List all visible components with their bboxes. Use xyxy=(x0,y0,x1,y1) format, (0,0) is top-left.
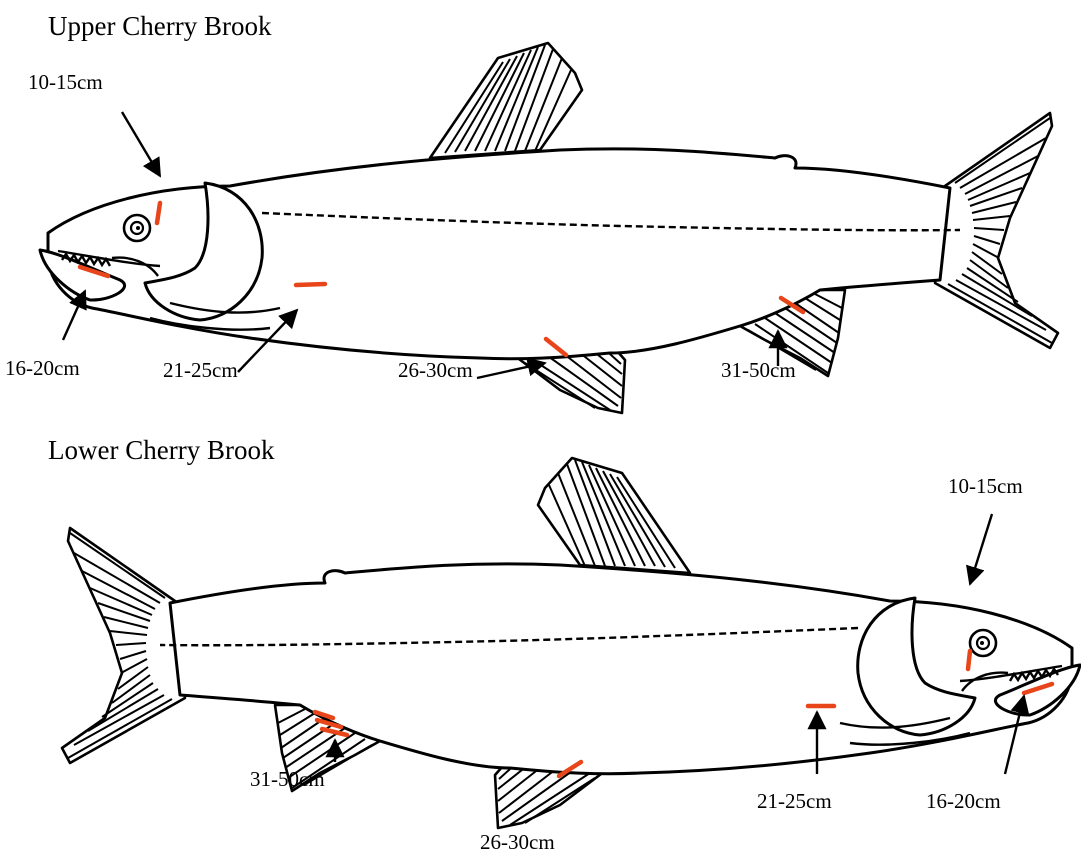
label-10-15: 10-15cm xyxy=(28,70,103,94)
arrow-10-15 xyxy=(122,112,160,176)
label-21-25: 21-25cm xyxy=(163,358,238,382)
label-16-20: 16-20cm xyxy=(5,356,80,380)
label-31-50: 31-50cm xyxy=(250,767,325,791)
mark-pectoral xyxy=(296,284,325,285)
upper-title: Upper Cherry Brook xyxy=(48,11,272,41)
mark-head xyxy=(968,651,970,669)
label-26-30: 26-30cm xyxy=(480,830,555,854)
upper-section: Upper Cherry Brook 10-15cm 16-20cm 21-25… xyxy=(5,11,1058,413)
label-26-30: 26-30cm xyxy=(398,358,473,382)
label-10-15: 10-15cm xyxy=(948,474,1023,498)
lower-section: Lower Cherry Brook 10-15cm 16-20cm 21-25… xyxy=(48,435,1080,854)
label-16-20: 16-20cm xyxy=(926,789,1001,813)
mark-head xyxy=(157,203,160,223)
lower-fish xyxy=(62,458,1080,828)
lower-title: Lower Cherry Brook xyxy=(48,435,275,465)
arrow-10-15 xyxy=(970,514,992,584)
label-31-50: 31-50cm xyxy=(721,358,796,382)
label-21-25: 21-25cm xyxy=(757,789,832,813)
